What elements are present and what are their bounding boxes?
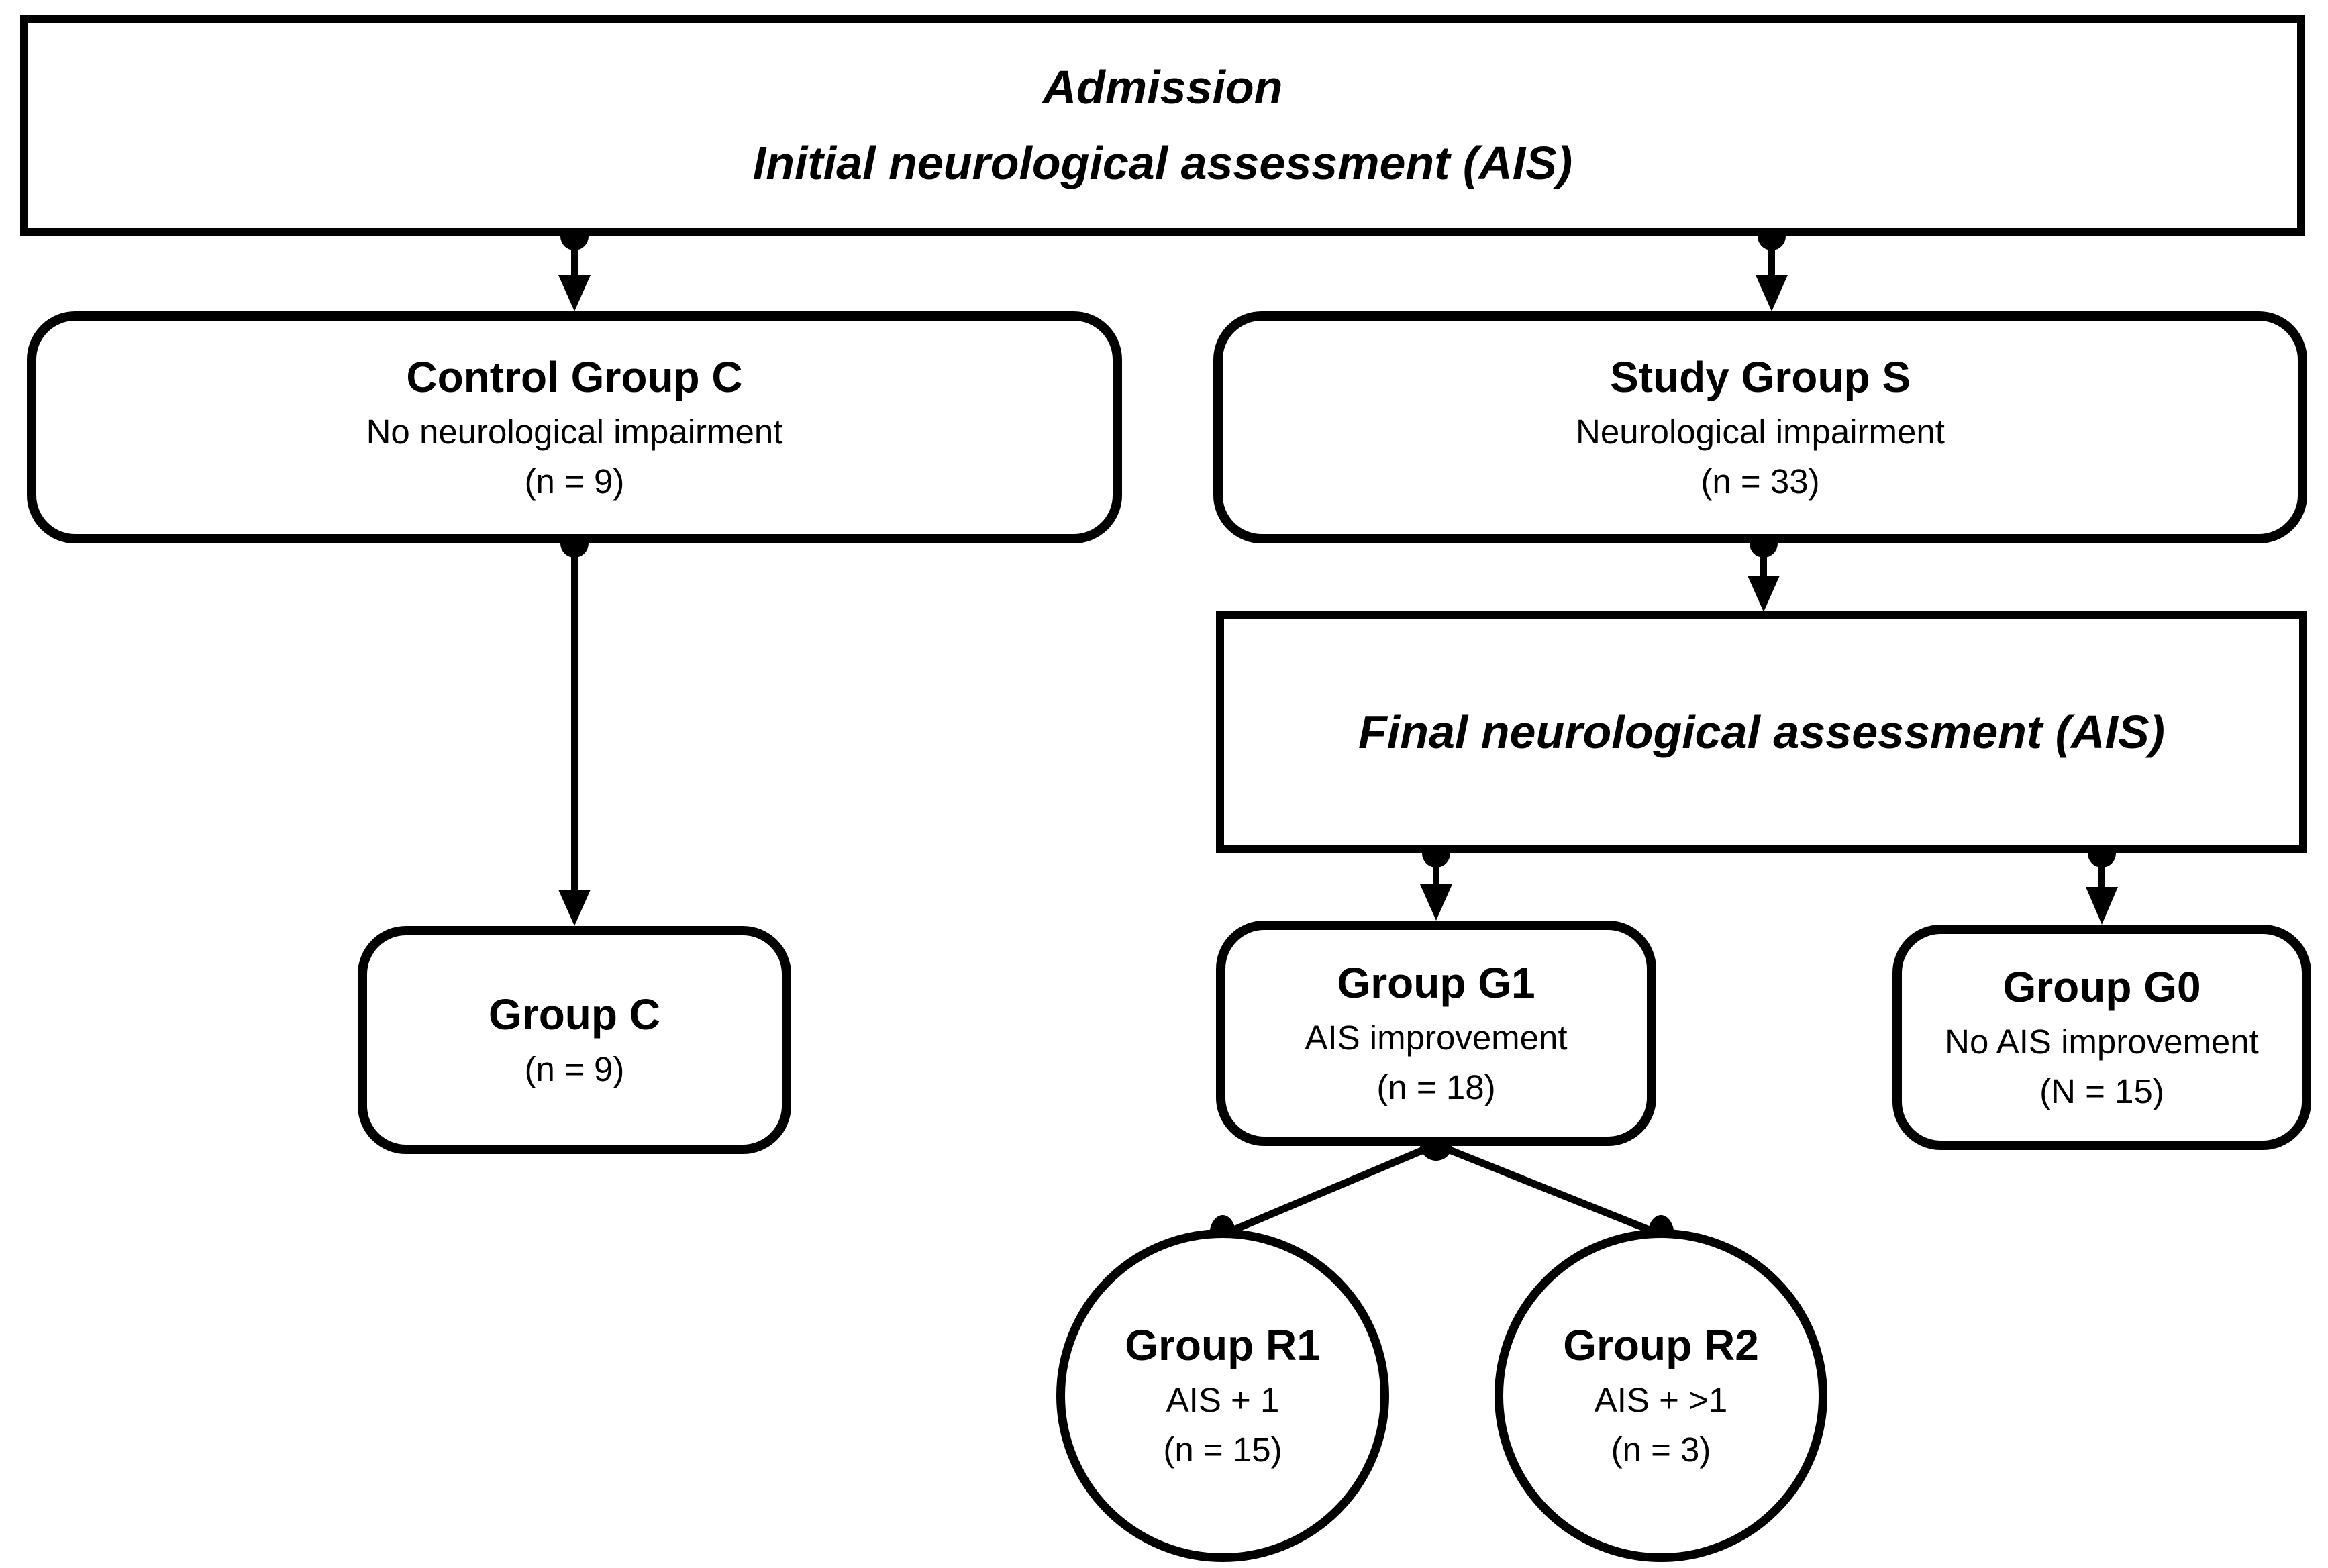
node-group-r1: Group R1 AIS + 1 (n = 15) [1056, 1229, 1389, 1562]
node-admission: Admission Initial neurological assessmen… [20, 15, 2305, 236]
node-group-g0: Group G0 No AIS improvement (N = 15) [1892, 925, 2311, 1150]
study-group-count: (n = 33) [1701, 462, 1820, 501]
node-control-group: Control Group C No neurological impairme… [27, 311, 1122, 543]
node-group-r2: Group R2 AIS + >1 (n = 3) [1495, 1229, 1827, 1562]
group-r1-subtitle: AIS + 1 [1166, 1380, 1280, 1419]
admission-line1: Admission [1042, 61, 1283, 113]
node-study-group: Study Group S Neurological impairment (n… [1213, 311, 2307, 543]
connector-control-to-group-c [558, 529, 591, 926]
group-c-count: (n = 9) [524, 1049, 625, 1088]
group-r2-title: Group R2 [1563, 1321, 1759, 1370]
group-r1-count: (n = 15) [1163, 1430, 1282, 1469]
group-g1-subtitle: AIS improvement [1305, 1018, 1568, 1057]
control-group-title: Control Group C [406, 353, 743, 402]
admission-line2: Initial neurological assessment (AIS) [752, 137, 1573, 189]
control-group-subtitle: No neurological impairment [366, 412, 783, 451]
group-g0-title: Group G0 [2003, 963, 2201, 1012]
group-g0-count: (N = 15) [2039, 1072, 2164, 1110]
group-r2-count: (n = 3) [1611, 1430, 1711, 1469]
group-g1-title: Group G1 [1337, 959, 1535, 1008]
node-final-assessment: Final neurological assessment (AIS) [1216, 611, 2307, 853]
group-r1-title: Group R1 [1125, 1321, 1321, 1370]
node-group-g1: Group G1 AIS improvement (n = 18) [1216, 921, 1656, 1146]
study-group-title: Study Group S [1610, 353, 1911, 402]
group-c-title: Group C [489, 990, 660, 1039]
control-group-count: (n = 9) [524, 462, 625, 501]
study-group-subtitle: Neurological impairment [1576, 412, 1945, 451]
group-r2-subtitle: AIS + >1 [1594, 1380, 1728, 1419]
node-group-c: Group C (n = 9) [358, 926, 791, 1154]
group-g1-count: (n = 18) [1376, 1067, 1496, 1106]
group-g0-subtitle: No AIS improvement [1945, 1022, 2259, 1061]
final-assessment-title: Final neurological assessment (AIS) [1358, 705, 2165, 758]
